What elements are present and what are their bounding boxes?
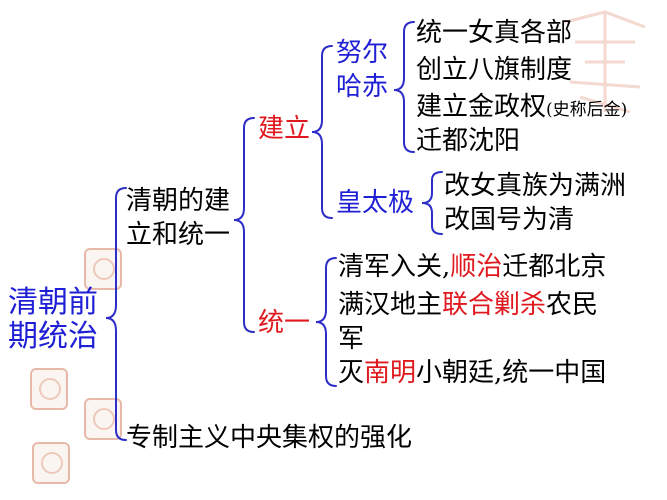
unify-item: 清军入关,顺治迁都北京 — [338, 254, 606, 280]
nurhaci-item-with-note: 建立金政权(史称后金) — [416, 94, 627, 120]
unify-highlight: 南明 — [364, 358, 417, 388]
unify-highlight: 联合剿杀 — [442, 290, 547, 320]
unify-item: 灭南明小朝廷,统一中国 — [338, 360, 606, 386]
huangtaiji-label: 皇太极 — [336, 188, 415, 218]
branch1-brace — [233, 117, 255, 333]
unify-text: 满汉地主 — [338, 290, 443, 320]
seal-watermark — [564, 10, 646, 114]
root-label-line1: 清朝前 — [8, 285, 98, 320]
branch2-label: 专制主义中央集权的强化 — [126, 423, 413, 453]
unify-brace — [315, 257, 337, 387]
huangtaiji-item: 改国号为清 — [444, 205, 575, 235]
nurhaci-item: 建立金政权 — [416, 92, 547, 122]
root-label-line2: 期统治 — [8, 319, 98, 354]
unify-text: 农民 — [546, 290, 599, 320]
unify-highlight: 顺治 — [450, 252, 503, 282]
unify-text: 迁都北京 — [502, 252, 607, 282]
unify-text: 清军入关, — [338, 252, 451, 282]
stamp-decoration — [32, 442, 70, 484]
stamp-decoration — [30, 368, 68, 410]
huangtaiji-item: 改女真族为满洲 — [444, 171, 627, 201]
nurhaci-brace — [393, 21, 415, 153]
nurhaci-label-line1: 努尔 — [336, 38, 389, 68]
branch1-label-line2: 立和统一 — [126, 220, 231, 250]
nurhaci-item: 迁都沈阳 — [416, 126, 521, 156]
nurhaci-label-line2: 哈赤 — [336, 72, 389, 102]
unify-text: 灭 — [338, 358, 365, 388]
root-brace — [105, 187, 127, 441]
establish-brace — [311, 45, 333, 219]
nurhaci-note: (史称后金) — [546, 100, 628, 120]
unify-text: 小朝廷,统一中国 — [416, 358, 607, 388]
nurhaci-item: 创立八旗制度 — [416, 55, 573, 85]
nurhaci-item: 统一女真各部 — [416, 18, 573, 48]
branch1-label-line1: 清朝的建 — [126, 186, 231, 216]
establish-label: 建立 — [258, 114, 311, 144]
unify-label: 统一 — [258, 308, 311, 338]
huangtaiji-brace — [421, 171, 443, 235]
unify-item: 满汉地主联合剿杀农民 — [338, 292, 598, 318]
unify-item-continuation: 军 — [338, 324, 365, 354]
